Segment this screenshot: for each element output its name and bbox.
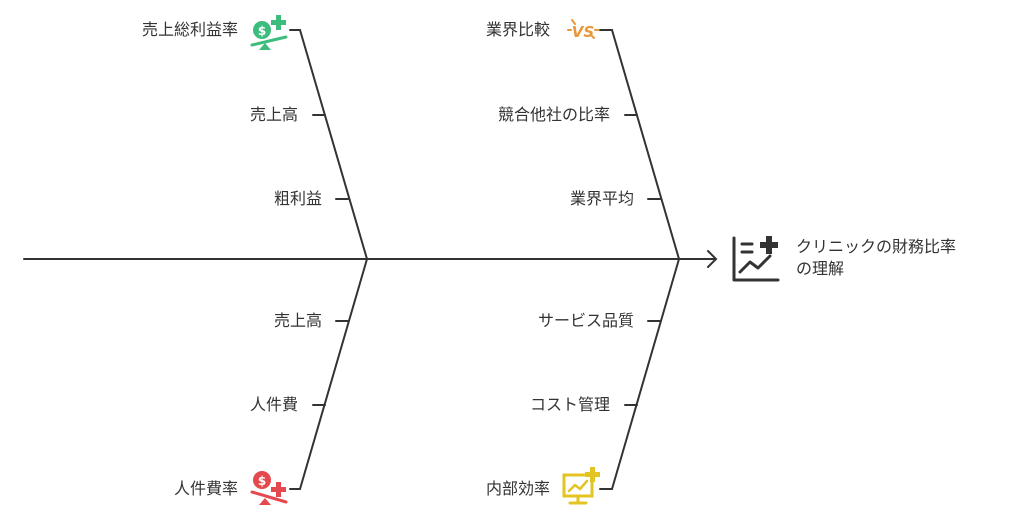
spine-arrowhead xyxy=(707,250,718,268)
cause-item-competitor-ratios: 競合他社の比率 xyxy=(497,105,610,124)
chart-plus-icon xyxy=(732,236,780,282)
effect-label-line-2: の理解 xyxy=(796,259,845,278)
cause-header-internal-efficiency: 内部効率 xyxy=(485,479,550,498)
vs-icon: VS xyxy=(567,19,599,41)
effect-label: クリニックの財務比率 の理解 xyxy=(796,236,1011,280)
cause-header-labor-cost-ratio: 人件費率 xyxy=(173,479,238,498)
bone-bottom-left xyxy=(289,258,368,490)
bone-top-right xyxy=(599,29,680,260)
effect-label-line-1: クリニックの財務比率 xyxy=(796,237,957,256)
cause-header-gross-margin-ratio: 売上総利益率 xyxy=(141,20,238,39)
cause-header-industry-comparison: 業界比較 xyxy=(485,20,550,39)
money-scale-plus-icon: $ xyxy=(250,15,288,50)
cause-item-cost-management: コスト管理 xyxy=(529,395,610,414)
bone-top-left xyxy=(289,29,368,260)
cause-item-gross-profit: 粗利益 xyxy=(273,189,322,208)
cause-item-industry-average: 業界平均 xyxy=(569,189,634,208)
cause-item-labor-cost: 人件費 xyxy=(249,395,298,414)
cause-item-sales: 売上高 xyxy=(249,105,298,124)
money-scale-minus-icon: $ xyxy=(250,471,288,505)
cause-item-service-quality: サービス品質 xyxy=(537,311,634,330)
svg-text:VS: VS xyxy=(572,23,594,41)
monitor-chart-plus-icon xyxy=(562,467,600,505)
bone-bottom-right xyxy=(599,258,680,490)
svg-text:$: $ xyxy=(258,474,266,488)
cause-item-sales-2: 売上高 xyxy=(273,311,322,330)
svg-text:$: $ xyxy=(258,24,266,38)
